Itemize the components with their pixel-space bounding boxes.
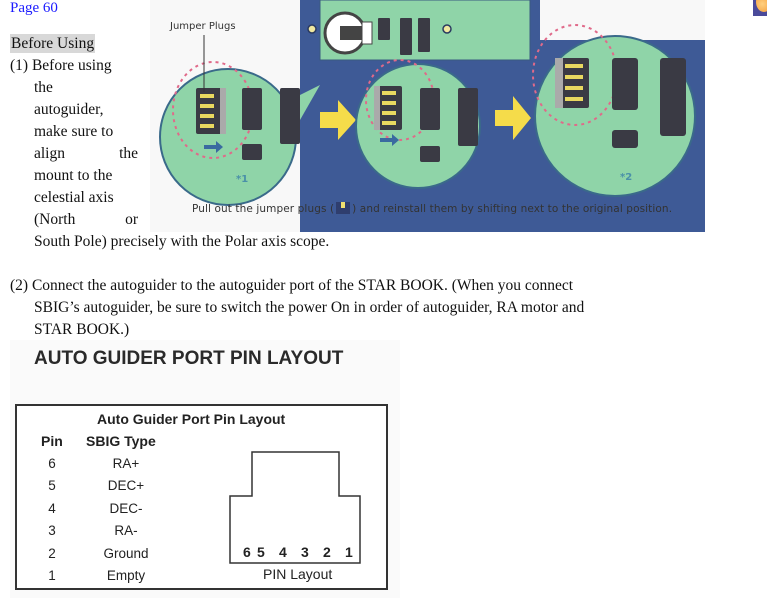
jumper-illustration: *1 *2 — [159, 0, 705, 232]
jumper-plug-icon — [336, 202, 351, 214]
pin-header — [378, 18, 390, 40]
connector-pin: 1 — [345, 544, 353, 560]
pin-type: DEC+ — [107, 478, 145, 493]
marker-1: *1 — [236, 174, 248, 185]
pin-header — [400, 18, 412, 50]
section-heading: Before Using — [10, 34, 96, 53]
pin-type: Ground — [103, 546, 149, 561]
jumper-plugs-label: Jumper Plugs — [170, 21, 236, 32]
pin-type: DEC- — [109, 501, 143, 516]
step1-line: mount to the — [34, 167, 113, 184]
step1-word: (North — [34, 211, 76, 228]
pin-number: 5 — [48, 478, 56, 493]
step1-line: make sure to — [34, 123, 114, 140]
page-link[interactable]: Page 60 — [10, 0, 58, 16]
shift-arrow-icon — [380, 134, 399, 146]
step1-line: (North or — [10, 209, 138, 231]
pin-header — [418, 18, 430, 52]
pin-row: 5 DEC+ — [17, 478, 177, 500]
figure-caption: Pull out the jumper plugs ( ) and reinsta… — [192, 202, 672, 215]
connector-label: PIN Layout — [263, 566, 333, 582]
shift-arrow-icon — [204, 141, 223, 153]
jumper-figure: *1 *2 Jumper Plugs P — [150, 0, 705, 232]
pin-row: 2 Ground — [17, 546, 177, 568]
connector-pin: 4 — [279, 544, 287, 560]
step1-line: the — [34, 79, 53, 96]
step2-line: (2) Connect the autoguider to the autogu… — [10, 277, 574, 294]
step1-line: South Pole) precisely with the Polar axi… — [34, 233, 330, 250]
app-logo-icon[interactable] — [753, 0, 767, 16]
zoom-circle-2 — [355, 59, 481, 189]
connector-pin: 3 — [301, 544, 309, 560]
pin-row: 1 Empty — [17, 568, 177, 590]
step1-line: (1) Before using — [10, 57, 112, 74]
step1-word: or — [125, 211, 138, 228]
pin-number: 2 — [48, 546, 56, 561]
marker-2: *2 — [620, 172, 632, 183]
pin-type: Empty — [106, 568, 146, 583]
connector-pin-numbers: 6 5 4 3 2 1 — [243, 544, 359, 560]
pin-row: 3 RA- — [17, 523, 177, 545]
pin-type: RA+ — [112, 456, 140, 471]
caption-text: ) and reinstall them by shifting next to… — [352, 203, 673, 215]
arrow-right-icon — [495, 96, 531, 140]
pin-layout-table: Auto Guider Port Pin Layout Pin SBIG Typ… — [15, 404, 388, 590]
pin-number: 1 — [48, 568, 56, 583]
step1-line: celestial axis — [34, 189, 114, 206]
step1-word: the — [119, 145, 138, 162]
rj-connector-diagram — [229, 451, 361, 564]
mount-hole — [307, 24, 317, 34]
jumper-block — [196, 88, 226, 134]
step2-paragraph: (2) Connect the autoguider to the autogu… — [10, 275, 730, 341]
arrow-right-icon — [320, 100, 356, 140]
pin-table-title: Auto Guider Port Pin Layout — [97, 411, 286, 427]
caption-text: Pull out the jumper plugs ( — [192, 203, 335, 215]
battery-holder-icon — [323, 11, 373, 55]
connector-pin: 2 — [323, 544, 331, 560]
step1-line: autoguider, — [34, 101, 104, 118]
pin-column-header: Pin — [41, 433, 63, 449]
zoom-circle-1: *1 — [159, 61, 320, 206]
step1-paragraph: (1) Before using the autoguider, make su… — [10, 55, 138, 231]
step1-line: align the — [10, 143, 138, 165]
zoom-circle-3: *2 — [532, 24, 696, 197]
step1-word: align — [34, 145, 65, 162]
pin-layout-heading: AUTO GUIDER PORT PIN LAYOUT — [34, 348, 344, 369]
pin-row: 6 RA+ — [17, 456, 177, 478]
pin-row: 4 DEC- — [17, 501, 177, 523]
type-column-header: SBIG Type — [86, 433, 156, 449]
pin-number: 4 — [48, 501, 56, 516]
pin-header — [400, 45, 412, 55]
pin-number: 3 — [48, 523, 56, 538]
mount-hole — [442, 24, 452, 34]
connector-pin: 6 — [243, 544, 251, 560]
connector-pin: 5 — [257, 544, 265, 560]
pin-type: RA- — [114, 523, 138, 538]
pin-number: 6 — [48, 456, 56, 471]
step2-line: SBIG’s autoguider, be sure to switch the… — [34, 299, 585, 316]
step2-line: STAR BOOK.) — [34, 321, 130, 338]
